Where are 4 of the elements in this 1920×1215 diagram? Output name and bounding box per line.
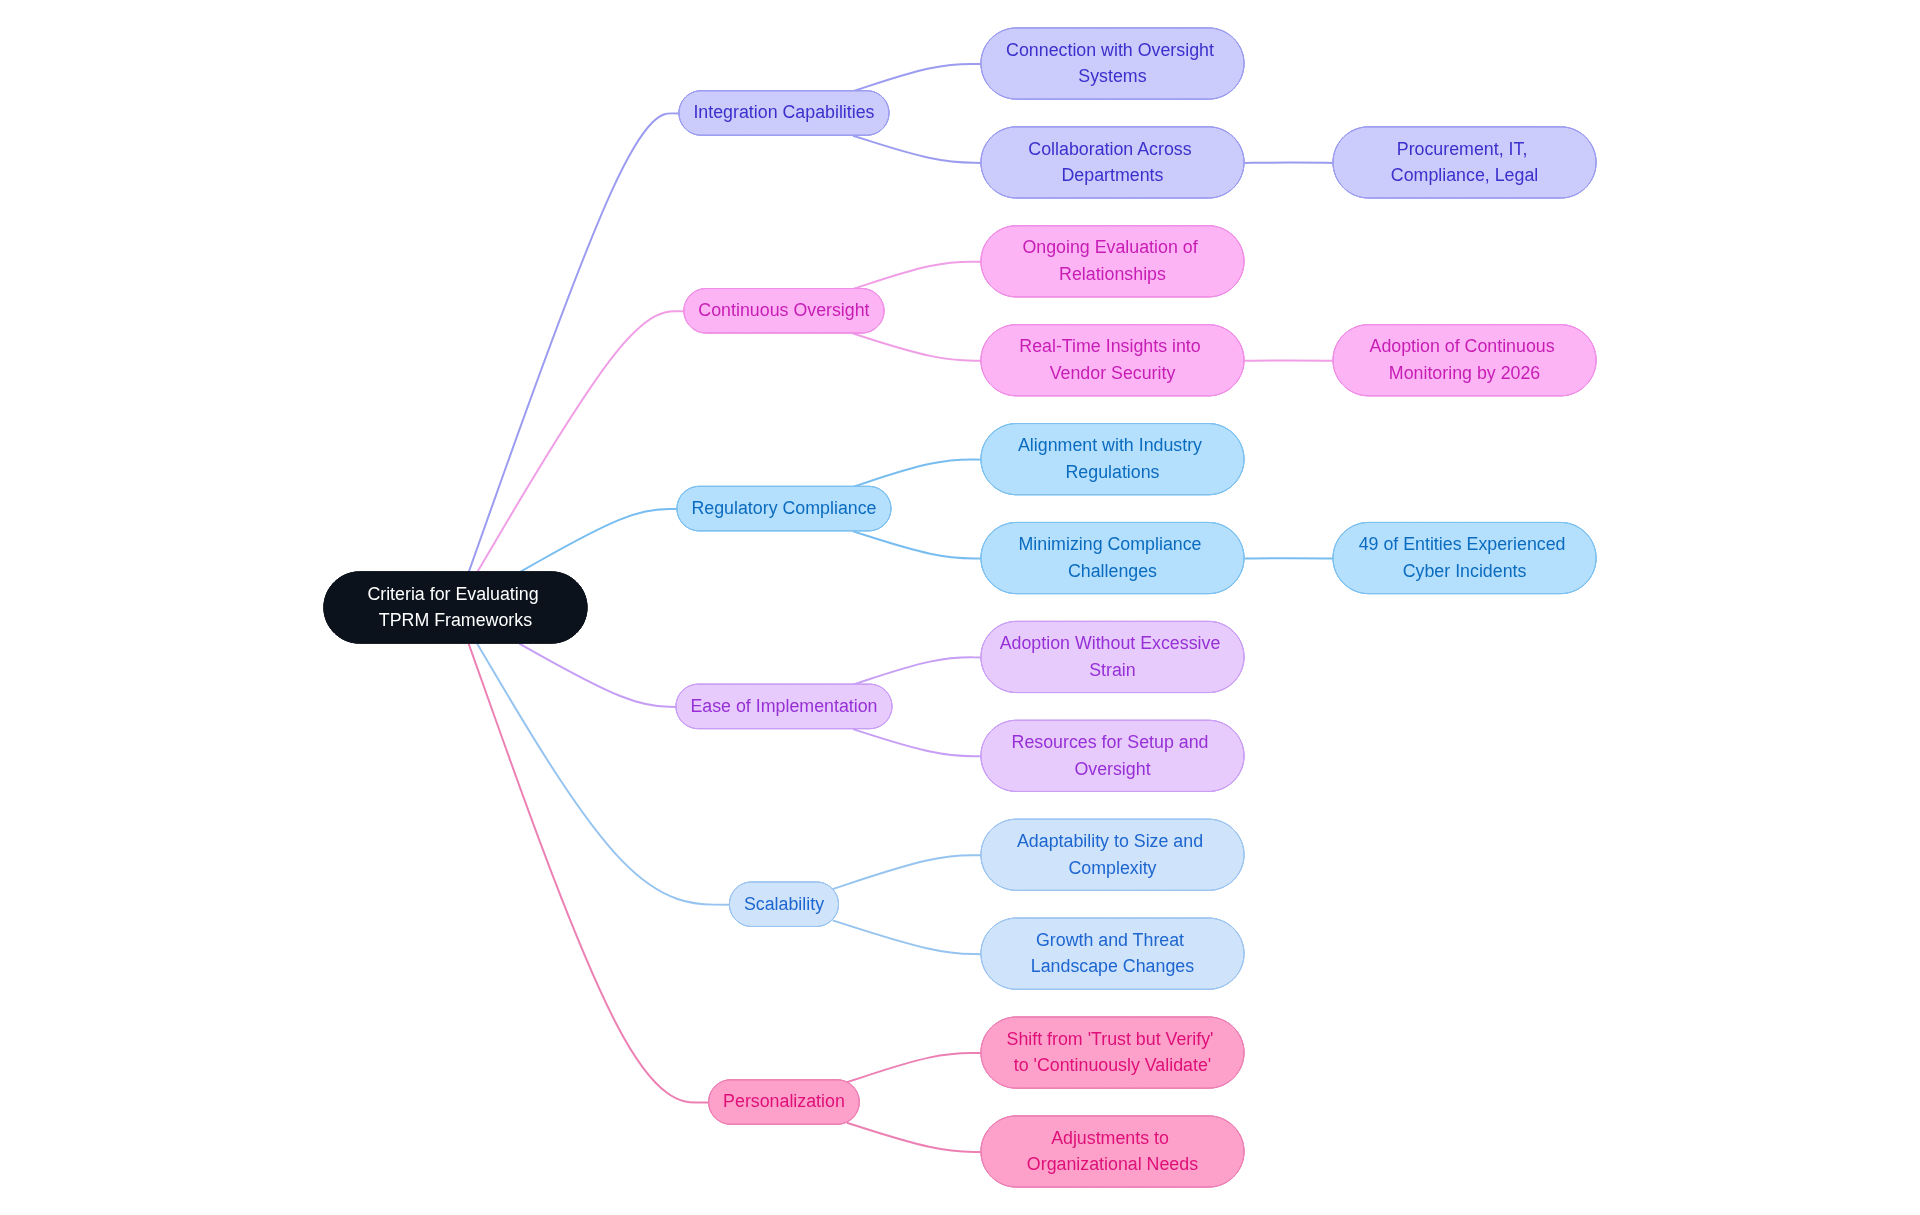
connector: [1243, 359, 1335, 362]
connector: [1243, 557, 1335, 560]
connector: [476, 642, 731, 906]
connector: [1243, 161, 1335, 164]
